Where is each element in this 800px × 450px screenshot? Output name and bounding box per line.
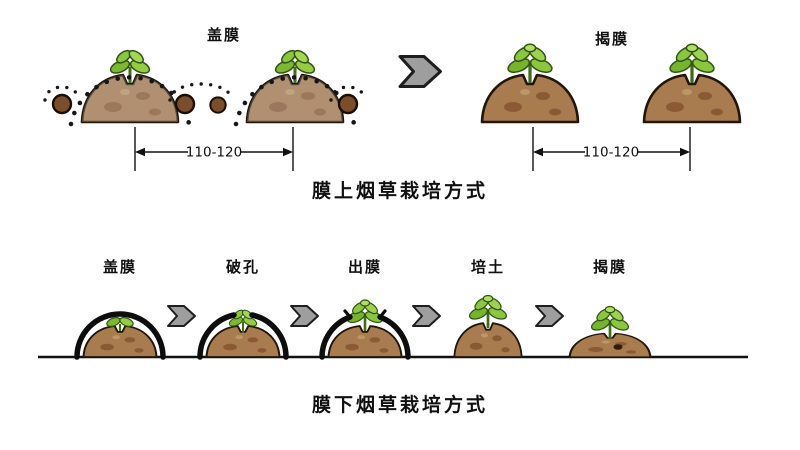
stage-arrow-icon <box>167 305 196 327</box>
clod-icon <box>337 93 359 115</box>
transition-arrow-icon <box>398 55 442 88</box>
stage-arrow-icon <box>412 305 441 327</box>
film-arch-left <box>319 314 353 360</box>
film-arch-left <box>197 312 237 360</box>
film-arch-right <box>377 314 411 360</box>
uncovered-mound-1 <box>480 42 580 124</box>
bottom-caption: 膜下烟草栽培方式 <box>311 393 488 416</box>
film-edge-flare-left <box>343 309 352 319</box>
dimension-left-value: 110-120 <box>186 145 242 161</box>
clod-icon <box>51 93 73 115</box>
top-caption: 膜上烟草栽培方式 <box>311 179 488 202</box>
dim-arrowhead-left <box>135 147 145 157</box>
film-arch <box>74 311 166 360</box>
uncover-film-label: 揭膜 <box>595 30 629 48</box>
stage-arrow-icon <box>535 305 564 327</box>
stage-label-hill: 培土 <box>471 258 505 276</box>
covered-mound-2 <box>233 46 357 127</box>
film-overlay <box>82 75 178 122</box>
stage-emerge-film <box>319 298 411 360</box>
film-arch-right <box>249 312 289 360</box>
clod-icon <box>209 96 227 114</box>
soil-mound <box>453 322 523 358</box>
film-dots <box>168 82 234 102</box>
seedling-icon <box>466 294 510 330</box>
dim-arrowhead-right <box>283 147 293 157</box>
soil-clod-left <box>43 85 81 115</box>
stage-label-break: 破孔 <box>226 258 260 276</box>
stage-remove-film <box>568 305 652 359</box>
dim-arrowhead-left <box>533 147 543 157</box>
covered-mound-1 <box>68 46 192 127</box>
film-edge-flare-right <box>378 309 387 319</box>
dim-arrowhead-right <box>680 147 690 157</box>
dimension-left: 110-120 <box>134 127 294 171</box>
stage-arrow-icon <box>290 305 319 327</box>
dimension-right-value: 110-120 <box>583 145 639 161</box>
stage-break-hole <box>197 307 289 360</box>
stage-label-cover: 盖膜 <box>103 258 137 276</box>
cover-film-label: 盖膜 <box>207 26 241 44</box>
dimension-right: 110-120 <box>532 127 691 171</box>
stage-label-remove: 揭膜 <box>593 258 627 276</box>
uncovered-mound-2 <box>642 42 742 124</box>
stage-hill-soil <box>453 294 523 358</box>
planting-hole <box>613 344 623 350</box>
soil-clod-middle-pair <box>168 82 234 115</box>
stage-label-emerge: 出膜 <box>348 258 382 276</box>
clod-icon <box>174 93 196 115</box>
film-overlay <box>247 75 343 122</box>
stage-cover-film <box>74 311 166 360</box>
